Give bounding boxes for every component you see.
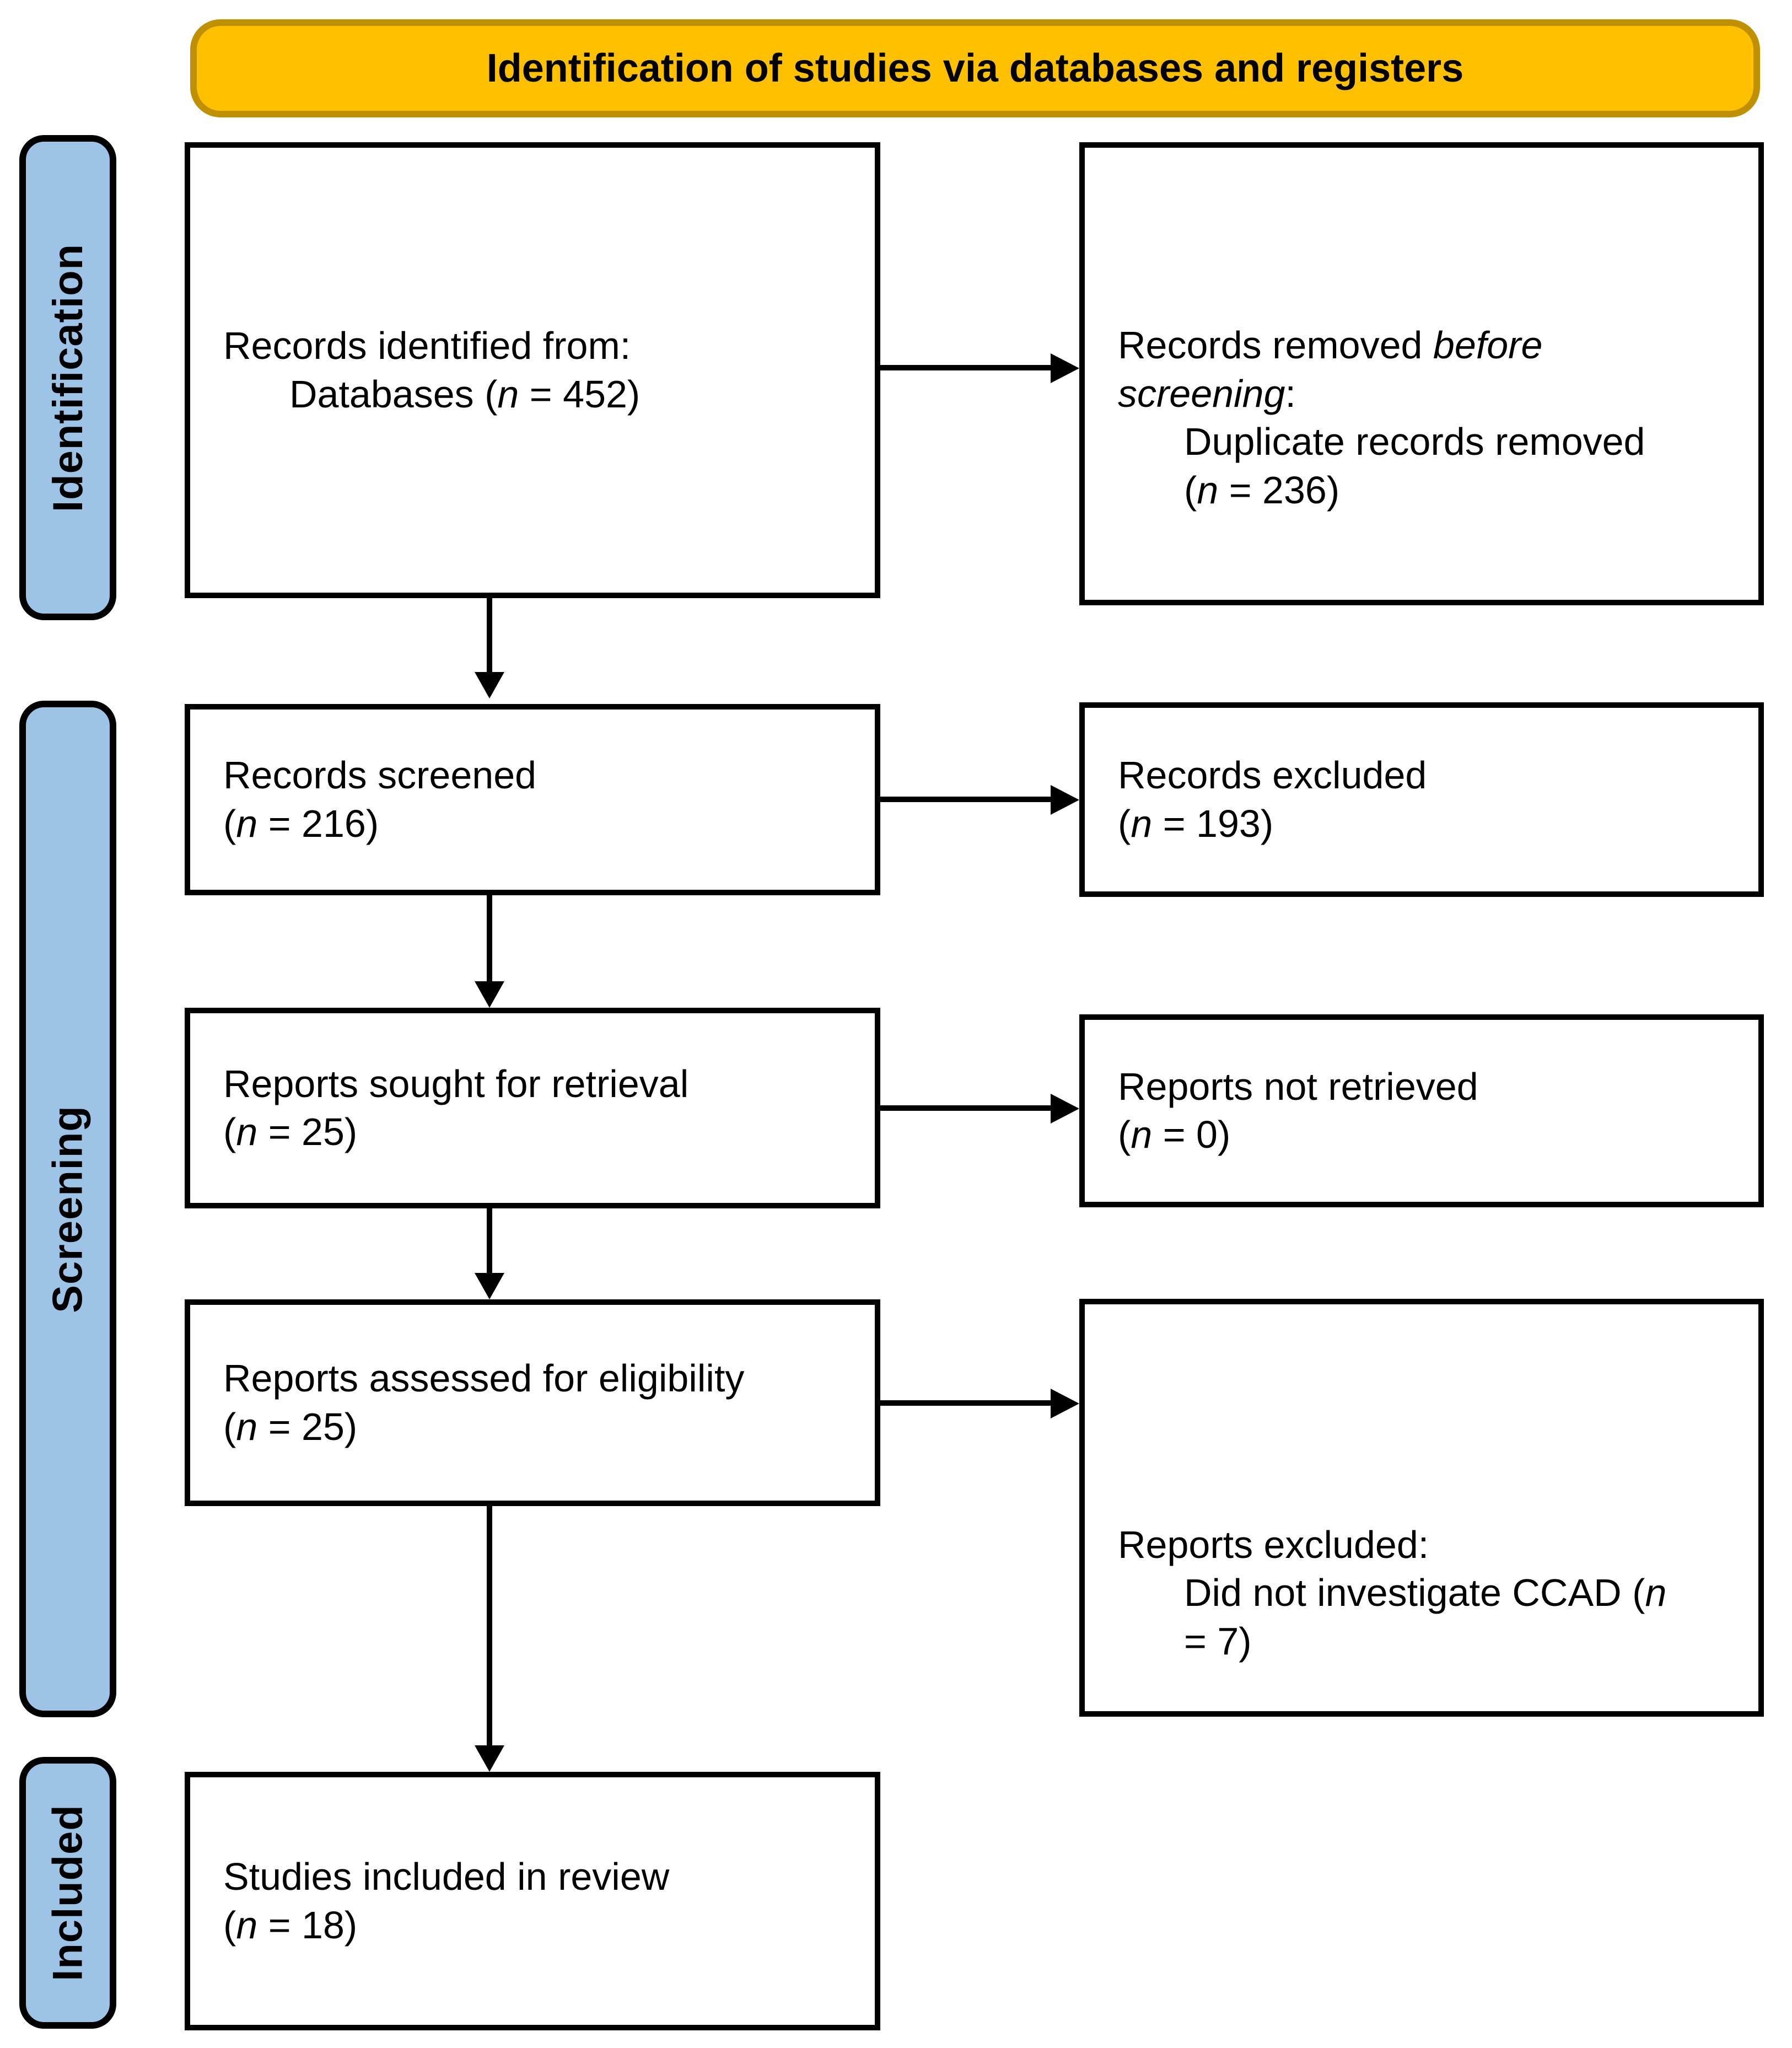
down-arrow-3-shaft [487, 1208, 492, 1275]
banner-title: Identification of studies via databases … [486, 46, 1464, 90]
stage-label-identification: Identification [19, 135, 116, 620]
box-records-screened: Records screened (n = 216) [185, 704, 880, 895]
box-line: (n = 236) [1184, 468, 1340, 512]
box-line: = 7) [1184, 1619, 1252, 1663]
down-arrow-2-shaft [487, 895, 492, 983]
box-line: Databases (n = 452) [289, 372, 641, 416]
box-line: (n = 18) [223, 1903, 358, 1947]
box-line: (n = 193) [1118, 802, 1274, 845]
box-line: Reports not retrieved [1118, 1065, 1478, 1108]
box-line: Reports sought for retrieval [223, 1062, 689, 1105]
box-records-identified: Records identified from: Databases (n = 4… [185, 142, 880, 598]
box-reports-not-retrieved: Reports not retrieved (n = 0) [1079, 1014, 1764, 1207]
box-line: Duplicate records removed [1184, 420, 1645, 463]
box-line: Reports assessed for eligibility [223, 1357, 745, 1400]
box-line: (n = 0) [1118, 1113, 1231, 1156]
right-arrow-1-shaft [880, 365, 1053, 370]
right-arrow-3-shaft [880, 1105, 1053, 1111]
box-line: Records identified from: [223, 324, 631, 367]
box-line: Records screened [223, 754, 537, 797]
down-arrow-3-head [475, 1273, 504, 1299]
down-arrow-4-head [475, 1745, 504, 1772]
box-line: Studies included in review [223, 1855, 670, 1898]
box-records-removed-before-screening: Records removed before screening: Duplicat… [1079, 142, 1764, 605]
stage-label-identification-text: Identification [44, 243, 92, 512]
box-reports-excluded: Reports excluded: Did not investigate CCA… [1079, 1299, 1764, 1717]
right-arrow-2-head [1051, 785, 1079, 815]
right-arrow-1-head [1051, 353, 1079, 383]
box-studies-included-in-review: Studies included in review (n = 18) [185, 1772, 880, 2030]
box-line: Records excluded [1118, 754, 1427, 797]
box-reports-sought-for-retrieval: Reports sought for retrieval (n = 25) [185, 1008, 880, 1208]
right-arrow-4-shaft [880, 1400, 1053, 1406]
down-arrow-1-shaft [487, 598, 492, 674]
box-line: (n = 25) [223, 1110, 358, 1153]
stage-label-included-text: Included [44, 1804, 92, 1981]
right-arrow-2-shaft [880, 797, 1053, 802]
down-arrow-2-head [475, 981, 504, 1008]
right-arrow-3-head [1051, 1094, 1079, 1124]
box-line: Records removed before [1118, 324, 1543, 367]
box-reports-assessed-for-eligibility: Reports assessed for eligibility (n = 25) [185, 1299, 880, 1506]
box-line: (n = 25) [223, 1405, 358, 1448]
box-line: Reports excluded: [1118, 1523, 1429, 1566]
right-arrow-4-head [1051, 1389, 1079, 1418]
box-line: Did not investigate CCAD (n [1184, 1571, 1667, 1615]
box-line: screening: [1118, 372, 1296, 415]
stage-label-included: Included [19, 1757, 116, 2029]
stage-label-screening: Screening [19, 701, 116, 1717]
banner: Identification of studies via databases … [190, 19, 1760, 117]
down-arrow-1-head [475, 672, 504, 698]
box-records-excluded: Records excluded (n = 193) [1079, 702, 1764, 897]
box-line: (n = 216) [223, 802, 379, 845]
down-arrow-4-shaft [487, 1506, 492, 1748]
stage-label-screening-text: Screening [44, 1105, 92, 1313]
